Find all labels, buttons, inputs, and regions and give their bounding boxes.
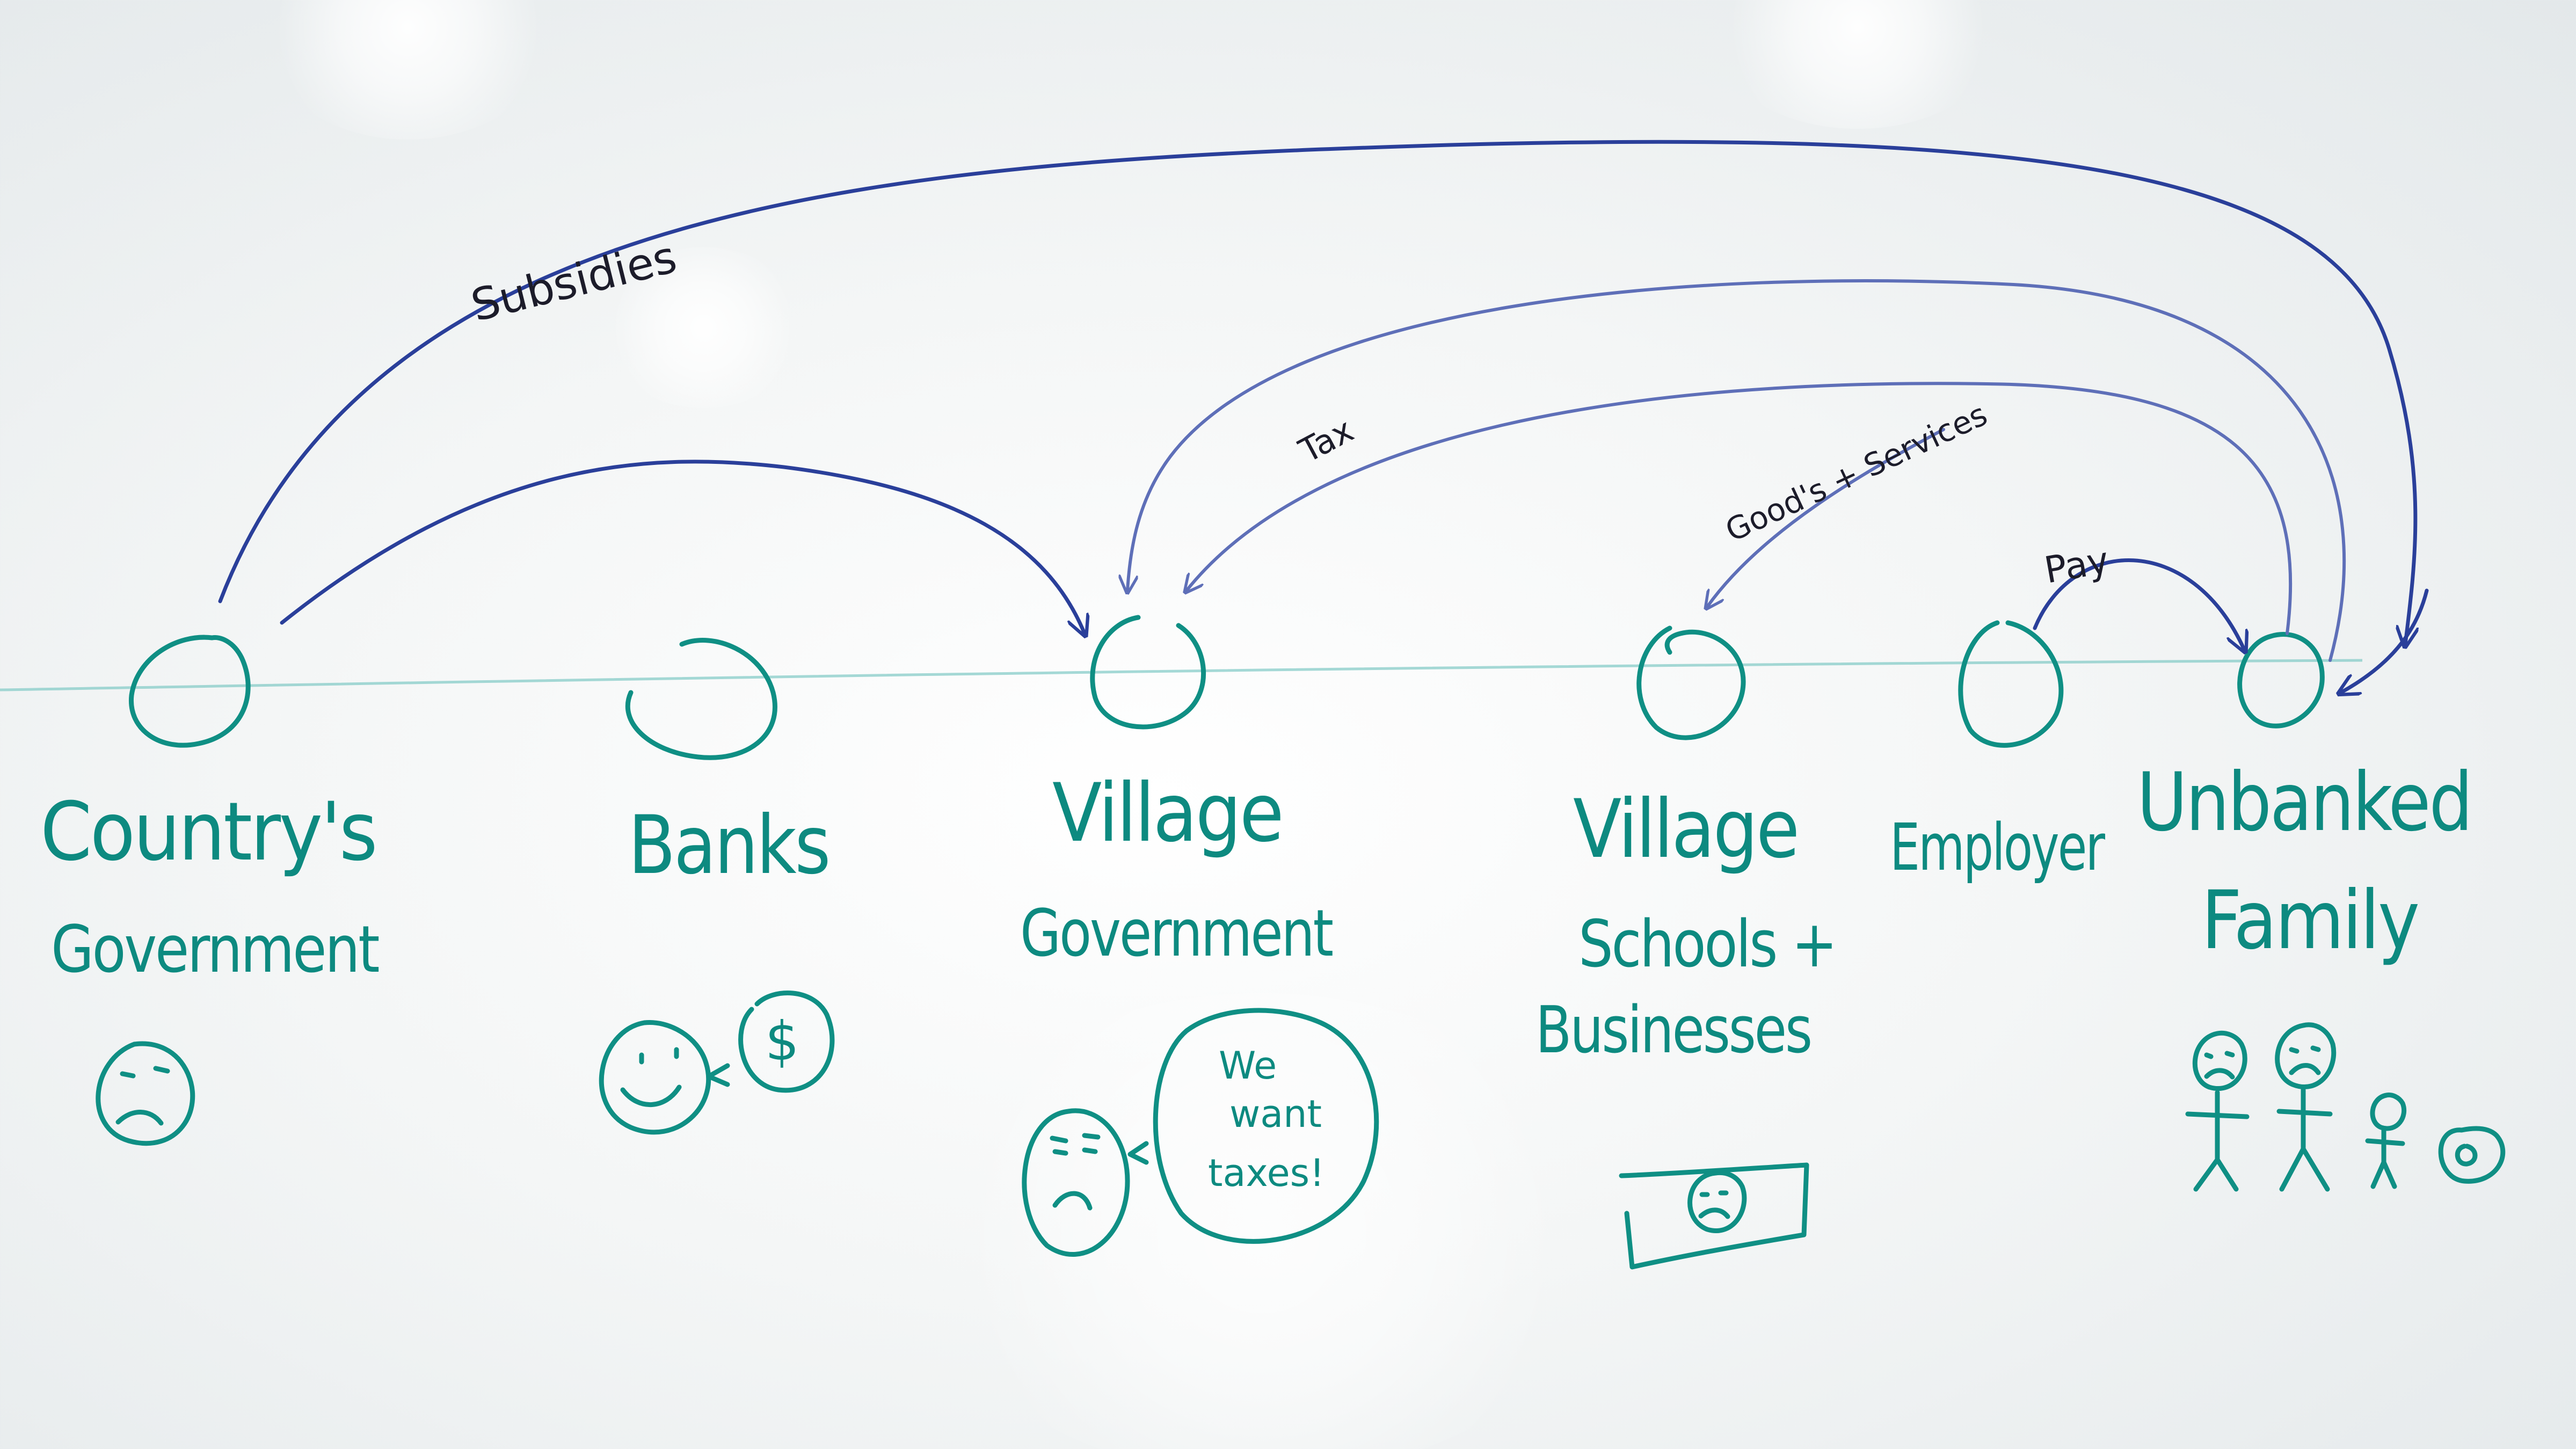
bubble-text: We (1219, 1044, 1277, 1088)
node-label-village-government: Village (1052, 773, 1284, 854)
node-circle-village-schools (1636, 625, 1746, 740)
bubble-text: want (1229, 1092, 1322, 1136)
node-label-banks: Banks (628, 805, 831, 886)
family-figures-icon (2185, 1022, 2506, 1192)
bubble-text: $ (765, 1010, 799, 1073)
label-line-2: Government (1020, 897, 1334, 971)
label-line-1: Village (1573, 783, 1800, 876)
bubble-text: taxes! (1208, 1151, 1325, 1195)
label-line-1: Village (1052, 767, 1284, 860)
node-circle-employer (1958, 620, 2064, 748)
label-line-2: Family (2201, 874, 2420, 967)
node-label-unbanked-family: Unbanked (2137, 762, 2473, 843)
label-line-1: Employer (1890, 811, 2105, 885)
node-label-country-government-line2: Government (51, 918, 380, 982)
money-bill-icon (1619, 1162, 1809, 1270)
node-circle-country-government (129, 635, 251, 748)
node-label-village-schools-line3: Businesses (1536, 999, 1813, 1063)
bubble-text-taxes: taxes! (1208, 1154, 1325, 1192)
guide-line (0, 659, 2363, 691)
node-circle-unbanked-family (2237, 632, 2325, 729)
node-label-employer: Employer (1890, 816, 2105, 880)
arrow-goods-services (1707, 428, 1945, 607)
edge-label-pay: Pay (2041, 539, 2112, 592)
label-line-1: Banks (628, 799, 831, 892)
node-circle-village-government (1090, 615, 1206, 730)
node-label-country-government: Country's (40, 792, 378, 872)
arrow-country-to-village (280, 460, 1085, 634)
node-label-unbanked-family-line2: Family (2201, 880, 2420, 961)
label-line-1: Unbanked (2137, 756, 2473, 849)
happy-face-icon (599, 991, 835, 1135)
node-circle-banks (625, 638, 777, 760)
worried-face-icon (1022, 1008, 1379, 1257)
bubble-text-want: want (1229, 1095, 1322, 1133)
node-label-village-schools: Village (1573, 789, 1800, 870)
arrow-subsidies (218, 140, 2415, 644)
label-line-2: Government (51, 913, 380, 987)
node-label-village-government-line2: Government (1020, 902, 1334, 966)
arrow-tax-inner (1187, 382, 2293, 635)
label-line-1: Country's (40, 785, 378, 879)
bubble-text-dollar: $ (765, 1015, 799, 1068)
arrow-to-family (2341, 588, 2429, 693)
arrow-pay (2033, 558, 2244, 650)
node-label-village-schools-line2: Schools + (1578, 913, 1837, 977)
sad-face-icon (96, 1041, 195, 1146)
label-line-3: Businesses (1536, 993, 1813, 1068)
arrow-tax (1127, 279, 2346, 662)
bubble-text-we: We (1219, 1047, 1277, 1084)
label-line-2: Schools + (1578, 907, 1837, 982)
